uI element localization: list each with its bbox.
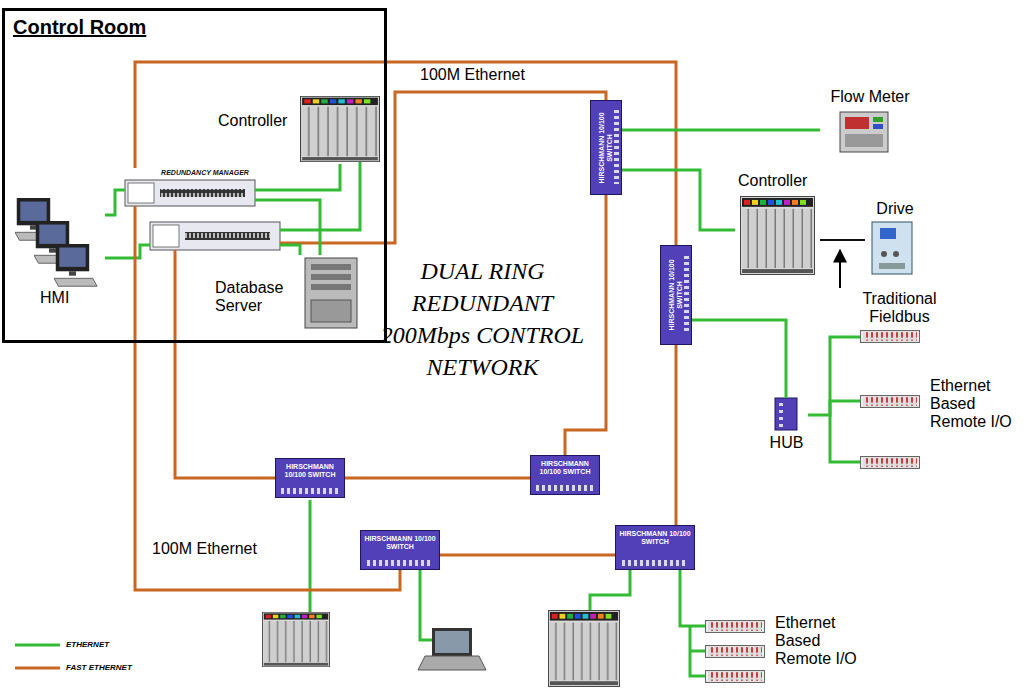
remote-io-modules (706, 331, 920, 683)
ethernet-wire (105, 162, 860, 676)
ethernet-switch: HIRSCHMANN 10/100 SWITCH (360, 530, 440, 570)
ethernet-link (622, 129, 820, 132)
fast-ethernet-link (135, 62, 676, 245)
ethernet-link (255, 200, 320, 255)
hmi-stations: HMI (10, 195, 105, 313)
node-label: HIRSCHMANN 10/100 SWITCH (618, 530, 692, 546)
ethernet-link (105, 190, 125, 215)
node-label: HIRSCHMANN 10/100 SWITCH (598, 105, 614, 191)
ethernet-switch: HIRSCHMANN 10/100 SWITCH (660, 245, 692, 345)
legend-sample-line (15, 644, 60, 647)
node-label: Control Room (13, 15, 146, 39)
redundancy-manager-switch: REDUNDANCY MANAGER (125, 168, 255, 206)
fast-ethernet-link (345, 477, 530, 480)
flow-meter: Flow Meter (820, 88, 920, 158)
ethernet-link (680, 570, 705, 626)
legend-text: ETHERNET (66, 640, 109, 650)
fieldbus-label: Traditional Fieldbus (852, 290, 947, 326)
redundancy-switch-body (125, 180, 255, 206)
laptop (418, 628, 486, 670)
node-label: Flow Meter (820, 88, 920, 106)
ethernet-link (808, 401, 860, 415)
network-title: DUAL RING REDUNDANT 200Mbps CONTROL NETW… (370, 255, 595, 383)
flow-meter-icon (840, 112, 888, 152)
drive-icon (872, 222, 912, 274)
fieldbus-pointer (839, 250, 841, 288)
node-label: REDUNDANCY MANAGER (155, 168, 255, 177)
control-room-region: REDUNDANCY MANAGER ControllerHMI Database … (2, 8, 387, 343)
remote-io-group: Ethernet Based Remote I/O (860, 325, 1025, 475)
node-label: Ethernet Based Remote I/O (775, 614, 865, 668)
fast-ethernet-link (675, 345, 678, 525)
node-label: HIRSCHMANN 10/100 SWITCH (278, 463, 342, 479)
hmi-computers (15, 198, 97, 286)
ethernet-switch: HIRSCHMANN 10/100 SWITCH (275, 458, 345, 498)
ethernet-link (692, 320, 786, 398)
drive: Drive (865, 200, 925, 278)
unmanaged-switch (150, 222, 280, 250)
link-speed-label: 100M Ethernet (420, 66, 525, 84)
database-server (305, 258, 357, 328)
hub: HUB (765, 398, 808, 455)
ethernet-link (622, 170, 735, 230)
node-label: Drive (865, 200, 925, 218)
database-server: Database Server (210, 255, 360, 330)
ethernet-switch: HIRSCHMANN 10/100 SWITCH (615, 525, 695, 570)
node-label: Database Server (215, 279, 303, 315)
plc-rack (262, 612, 329, 666)
fast-ethernet-link (440, 554, 615, 557)
fieldbus-link (820, 239, 865, 241)
remote-io-group: Ethernet Based Remote I/O (705, 612, 865, 687)
legend-sample-line (15, 667, 60, 670)
link-speed-label: 100M Ethernet (152, 540, 257, 558)
node-label: HMI (40, 289, 69, 307)
node-label: HIRSCHMANN 10/100 SWITCH (668, 250, 684, 340)
node-label: Controller (218, 112, 287, 130)
node-label: HUB (765, 434, 808, 452)
controller: Controller (215, 92, 385, 164)
controller-rack (741, 196, 815, 274)
ethernet-switch: HIRSCHMANN 10/100 SWITCH (530, 455, 600, 495)
controller-rack (301, 96, 380, 161)
node-label: HIRSCHMANN 10/100 SWITCH (533, 460, 597, 476)
fast-ethernet-wire (175, 92, 606, 478)
ethernet-link (255, 164, 340, 190)
hub-icon (775, 398, 797, 430)
ethernet-switch: HIRSCHMANN 10/100 SWITCH (590, 100, 622, 195)
plc-rack (548, 610, 619, 686)
node-label: Ethernet Based Remote I/O (930, 377, 1022, 431)
legend-text: FAST ETHERNET (66, 663, 132, 673)
controller: Controller (735, 172, 820, 277)
node-label: Controller (738, 172, 807, 190)
node-label: HIRSCHMANN 10/100 SWITCH (363, 535, 437, 551)
